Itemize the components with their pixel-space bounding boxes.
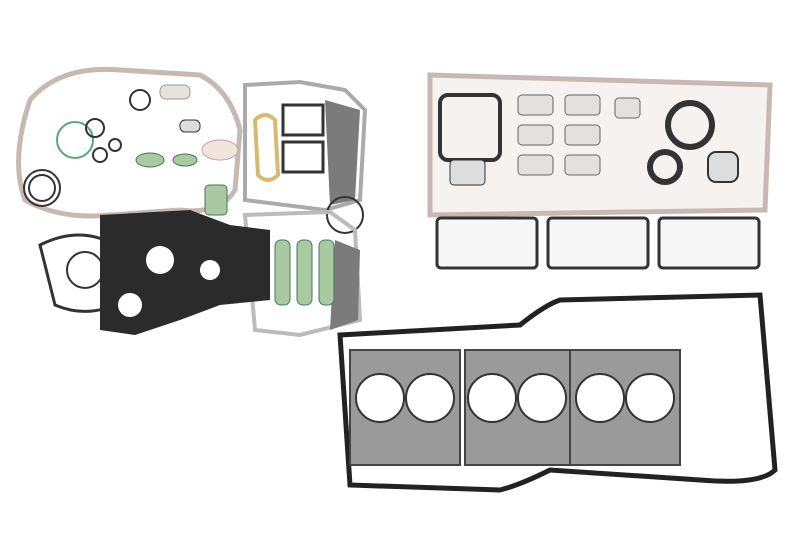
rubber-seal <box>337 292 778 493</box>
oil-pan-gasket <box>427 72 773 218</box>
valve-cover-gaskets <box>435 216 761 270</box>
cover-gaskets <box>242 79 368 338</box>
small-gaskets <box>135 84 281 216</box>
cylinder-head-gaskets <box>349 349 681 466</box>
black-gaskets <box>38 210 270 335</box>
